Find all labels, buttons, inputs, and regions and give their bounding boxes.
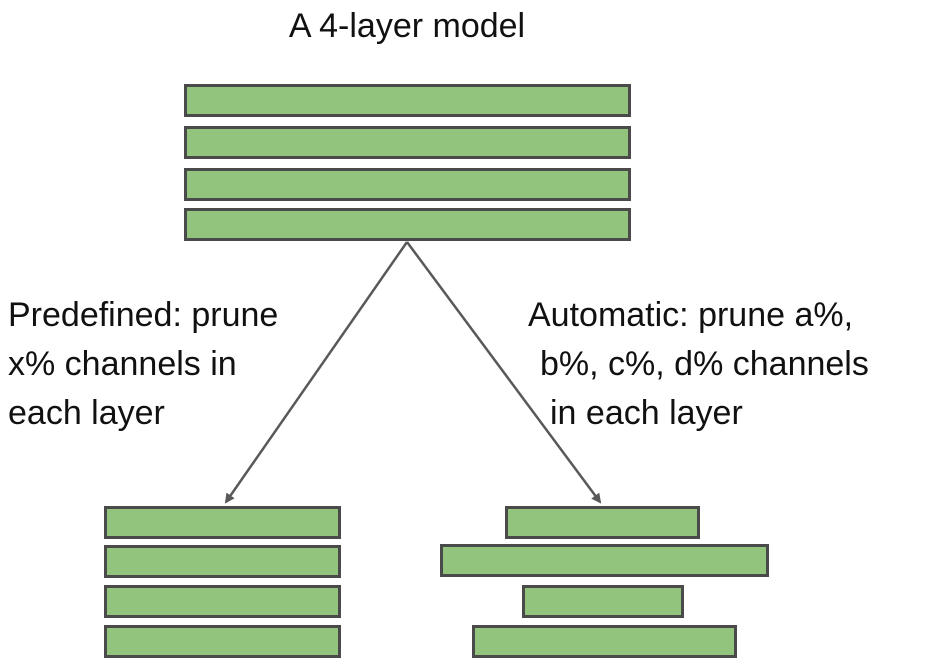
diagram-title: A 4-layer model xyxy=(288,7,526,45)
automatic-caption: Automatic: prune a%, b%, c%, d% channels… xyxy=(528,291,869,438)
predefined-layer-3 xyxy=(104,585,341,618)
original-layer-3 xyxy=(184,168,631,201)
predefined-layer-1 xyxy=(104,506,341,539)
original-layer-4 xyxy=(184,208,631,241)
automatic-caption-line-3: in each layer xyxy=(550,394,743,432)
original-layer-1 xyxy=(184,84,631,117)
automatic-caption-line-1: Automatic: prune a%, xyxy=(528,296,854,334)
automatic-caption-line-2: b%, c%, d% channels xyxy=(540,345,869,383)
predefined-caption-line-2: x% channels in xyxy=(8,345,237,383)
automatic-layer-1 xyxy=(505,506,700,539)
predefined-layer-2 xyxy=(104,545,341,578)
automatic-layer-4 xyxy=(472,625,737,658)
automatic-layer-3 xyxy=(522,585,684,618)
arrow-to-predefined xyxy=(224,241,409,504)
predefined-caption: Predefined: prune x% channels in each la… xyxy=(8,291,278,438)
predefined-caption-line-1: Predefined: prune xyxy=(8,296,279,334)
automatic-layer-2 xyxy=(440,544,769,577)
predefined-layer-4 xyxy=(104,625,341,658)
original-layer-2 xyxy=(184,126,631,159)
predefined-caption-line-3: each layer xyxy=(8,394,165,432)
arrow-to-automatic xyxy=(405,241,602,504)
